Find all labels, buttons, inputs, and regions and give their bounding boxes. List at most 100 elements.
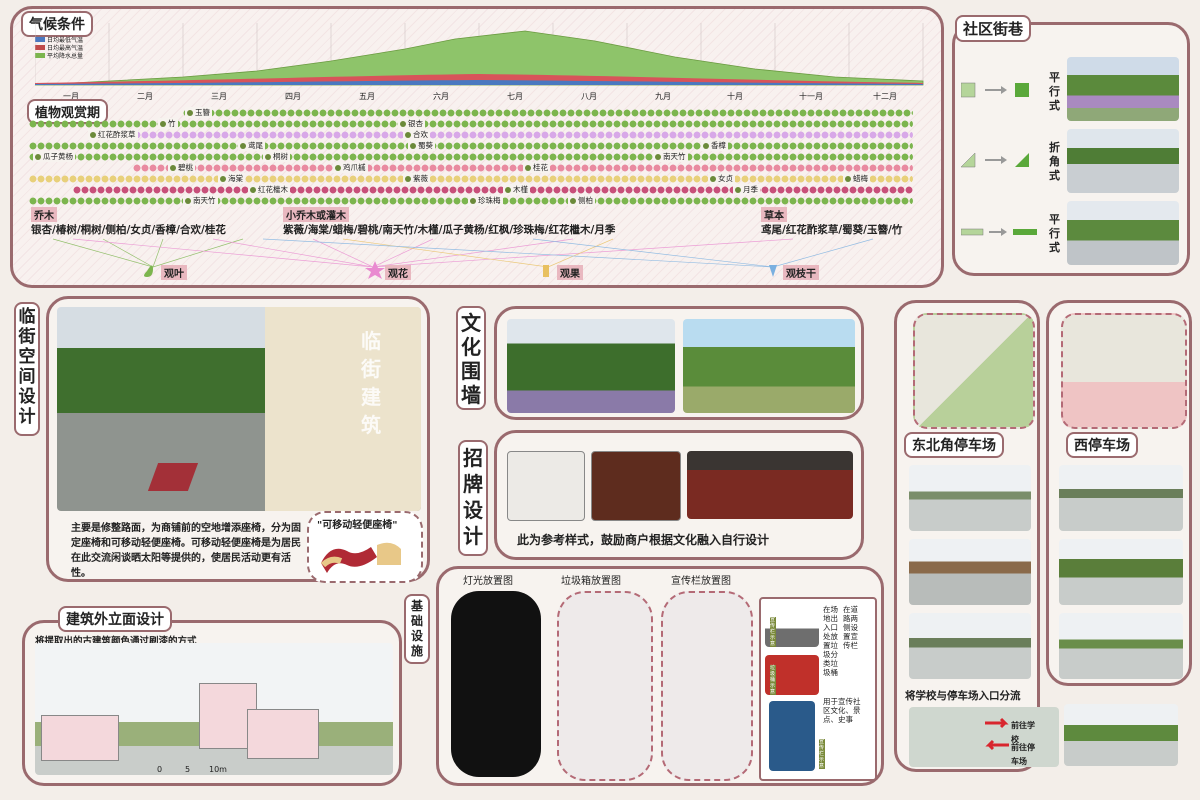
culture-wall-panel bbox=[494, 306, 864, 420]
street-space-title: 临街空间设计 bbox=[14, 302, 40, 436]
scale-0: 0 bbox=[157, 765, 163, 774]
trash-placement-map bbox=[557, 591, 653, 781]
flowering-title: 植物观赏期 bbox=[27, 99, 109, 124]
category-shrub: 小乔木或灌木 bbox=[283, 207, 349, 222]
parking-w-render-1 bbox=[1059, 465, 1183, 531]
plant-label: 鸢尾 bbox=[238, 140, 265, 151]
plant-label: 蜀葵 bbox=[408, 140, 435, 151]
bench-label: "可移动轻便座椅" bbox=[317, 520, 398, 531]
month-label: 十二月 bbox=[873, 92, 897, 101]
plant-label: 月季 bbox=[733, 184, 760, 195]
bloom-row bbox=[183, 109, 913, 117]
plant-label: 木槿 bbox=[503, 184, 530, 195]
street-type-label: 折角式 bbox=[1049, 141, 1060, 182]
plant-label: 竹 bbox=[158, 118, 178, 129]
plant-label: 紫薇 bbox=[403, 173, 430, 184]
month-label: 二月 bbox=[137, 92, 153, 101]
month-label: 十月 bbox=[727, 92, 743, 101]
parking-w-plan bbox=[1061, 313, 1187, 429]
parking-ne-title: 东北角停车场 bbox=[904, 432, 1004, 458]
flow-arrows-icon bbox=[985, 717, 1009, 751]
connection-lines bbox=[52, 238, 874, 279]
month-label: 九月 bbox=[655, 92, 671, 101]
plant-label: 银杏 bbox=[398, 118, 425, 129]
plant-label: 珍珠梅 bbox=[468, 195, 503, 206]
signboard-sample-1 bbox=[507, 451, 585, 521]
light-placement-map bbox=[451, 591, 541, 777]
infrastructure-title: 基础设施 bbox=[404, 594, 430, 664]
street-space-desc: 主要是修整路面，为商铺前的空地增添座椅，分为固定座椅和可移动轻便座椅。可移动轻便… bbox=[71, 523, 301, 579]
month-label: 十一月 bbox=[799, 92, 823, 101]
use-flower: 观花 bbox=[385, 265, 411, 280]
month-label: 三月 bbox=[211, 92, 227, 101]
plant-label: 香樟 bbox=[701, 140, 728, 151]
street-render-parallel-2 bbox=[1067, 201, 1179, 265]
infra-small-label: 宣传栏示意 bbox=[770, 617, 776, 647]
street-space-panel: 临街建筑 主要是修整路面，为商铺前的空地增添座椅，分为固定座椅和可移动轻便座椅。… bbox=[46, 296, 430, 583]
parking-w-panel bbox=[1046, 300, 1192, 686]
facade-title: 建筑外立面设计 bbox=[58, 606, 172, 632]
street-type-label: 平行式 bbox=[1049, 71, 1060, 112]
parking-ne-panel: 将学校与停车场入口分流 前往学校 前往停车场 bbox=[894, 300, 1059, 772]
bloom-row bbox=[29, 142, 913, 150]
poster-sketch bbox=[769, 701, 815, 771]
month-label: 五月 bbox=[359, 92, 375, 101]
infra-note: 在道路两侧设置宣传栏 bbox=[843, 605, 858, 650]
flow-diagram bbox=[909, 707, 1059, 767]
culture-wall-render-2 bbox=[683, 319, 855, 413]
parking-ne-render-3 bbox=[909, 613, 1031, 679]
climate-title: 气候条件 bbox=[21, 11, 93, 37]
signboard-sample-3 bbox=[687, 451, 853, 519]
street-type-label: 平行式 bbox=[1049, 213, 1060, 254]
infra-small-label: 宣传栏示意 bbox=[819, 739, 825, 769]
board-placement-map bbox=[661, 591, 753, 781]
scale-5: 5 bbox=[185, 765, 191, 774]
plant-label: 侧柏 bbox=[568, 195, 595, 206]
bloom-row bbox=[29, 153, 913, 161]
parallel-diagram-icon bbox=[961, 82, 1029, 98]
infra-map-label: 宣传栏放置图 bbox=[671, 576, 731, 587]
parking-w-render-3 bbox=[1059, 613, 1183, 679]
parking-ne-plan bbox=[913, 313, 1035, 429]
plant-label: 玉簪 bbox=[185, 107, 212, 118]
infrastructure-panel: 灯光放置图 垃圾箱放置图 宣传栏放置图 在场地出入口处放置垃圾分类垃圾桶 在道路… bbox=[436, 566, 884, 786]
plant-label: 女贞 bbox=[708, 173, 735, 184]
plant-label: 桂花 bbox=[523, 162, 550, 173]
category-tree: 乔木 bbox=[31, 207, 57, 222]
shrub-list: 紫薇/海棠/蜡梅/碧桃/南天竹/木槿/瓜子黄杨/红枫/珍珠梅/红花檵木/月季 bbox=[283, 224, 616, 236]
herb-list: 鸢尾/红花酢浆草/蜀葵/玉簪/竹 bbox=[761, 224, 903, 236]
plant-label: 碧桃 bbox=[168, 162, 195, 173]
culture-wall-title: 文化围墙 bbox=[456, 306, 486, 410]
bloom-row bbox=[29, 120, 913, 128]
bloom-row bbox=[29, 175, 913, 183]
plant-label: 南天竹 bbox=[653, 151, 688, 162]
plant-label: 瓜子黄杨 bbox=[33, 151, 75, 162]
month-label: 六月 bbox=[433, 92, 449, 101]
month-label: 七月 bbox=[507, 92, 523, 101]
flow-title: 将学校与停车场入口分流 bbox=[905, 690, 1021, 702]
plant-label: 鸡爪槭 bbox=[333, 162, 368, 173]
street-render-parallel bbox=[1067, 57, 1179, 121]
plant-label: 红花酢浆草 bbox=[88, 129, 138, 140]
scale-10: 10m bbox=[209, 765, 227, 774]
climate-plant-panel: 气候条件 日均最低气温 日均最高气温 平均降水总量 一月 二月 三月 四月 五月… bbox=[10, 6, 944, 288]
climate-legend-min: 日均最低气温 bbox=[35, 35, 83, 44]
signboard-note: 此为参考样式，鼓励商户根据文化融入自行设计 bbox=[517, 533, 770, 547]
facade-render bbox=[35, 643, 393, 775]
sign-text: 临街建筑 bbox=[361, 329, 381, 437]
infra-note: 用于宣传社区文化、景点、史事 bbox=[823, 697, 861, 724]
category-herb: 草本 bbox=[761, 207, 787, 222]
climate-chart bbox=[35, 23, 924, 86]
signboard-panel: 此为参考样式，鼓励商户根据文化融入自行设计 bbox=[494, 430, 864, 560]
climate-legend-rain: 平均降水总量 bbox=[35, 51, 83, 60]
flow-render bbox=[1064, 704, 1178, 766]
infra-note: 在场地出入口处放置垃圾分类垃圾桶 bbox=[823, 605, 838, 677]
tree-list: 银杏/椿树/桐树/侧柏/女贞/香樟/合欢/桂花 bbox=[31, 224, 226, 236]
plant-label: 合欢 bbox=[403, 129, 430, 140]
infra-map-label: 灯光放置图 bbox=[463, 576, 513, 587]
plant-label: 桐树 bbox=[263, 151, 290, 162]
use-fruit: 观果 bbox=[557, 265, 583, 280]
streets-title: 社区街巷 bbox=[955, 15, 1032, 42]
infra-small-label: 垃圾桶示意 bbox=[770, 665, 776, 695]
month-label: 四月 bbox=[285, 92, 301, 101]
